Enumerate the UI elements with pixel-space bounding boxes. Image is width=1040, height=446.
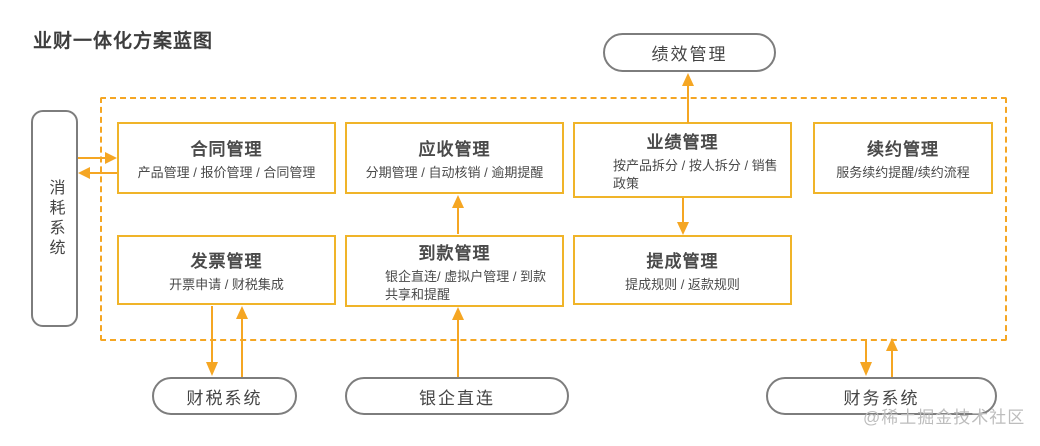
module-commission-management: 提成管理 提成规则 / 返款规则	[573, 235, 792, 305]
node-label: 消耗系统	[46, 178, 64, 259]
module-title: 续约管理	[867, 139, 939, 159]
module-subtitle: 分期管理 / 自动核销 / 逾期提醒	[365, 164, 544, 180]
module-renewal-management: 续约管理 服务续约提醒/续约流程	[813, 122, 993, 194]
module-subtitle: 开票申请 / 财税集成	[169, 276, 284, 292]
module-incoming-payment-management: 到款管理 银企直连/ 虚拟户管理 / 到款共享和提醒	[345, 235, 564, 307]
watermark: @稀土掘金技术社区	[863, 408, 1026, 427]
diagram-title: 业财一体化方案蓝图	[33, 31, 214, 52]
node-label: 绩效管理	[651, 45, 728, 64]
module-subtitle: 提成规则 / 返款规则	[625, 276, 740, 292]
module-subtitle: 服务续约提醒/续约流程	[836, 164, 970, 180]
arrowhead-down	[860, 362, 872, 376]
node-label: 银企直连	[419, 388, 495, 408]
arrowhead-up	[682, 73, 694, 86]
platform-boundary	[100, 97, 1007, 341]
node-label: 财税系统	[186, 388, 263, 408]
module-subtitle: 产品管理 / 报价管理 / 合同管理	[137, 164, 316, 180]
module-invoice-management: 发票管理 开票申请 / 财税集成	[117, 235, 336, 305]
module-title: 发票管理	[190, 251, 263, 271]
module-title: 到款管理	[418, 243, 491, 263]
module-title: 提成管理	[646, 251, 719, 271]
module-receivables-management: 应收管理 分期管理 / 自动核销 / 逾期提醒	[345, 122, 564, 194]
node-performance-system: 绩效管理	[603, 33, 776, 72]
module-contract-management: 合同管理 产品管理 / 报价管理 / 合同管理	[117, 122, 336, 194]
module-title: 合同管理	[190, 139, 263, 159]
module-subtitle: 银企直连/ 虚拟户管理 / 到款共享和提醒	[385, 268, 547, 302]
module-subtitle: 按产品拆分 / 按人拆分 / 销售政策	[613, 157, 778, 191]
node-label: 财务系统	[843, 388, 920, 408]
module-sales-performance-management: 业绩管理 按产品拆分 / 按人拆分 / 销售政策	[573, 122, 792, 198]
node-finance-system: 财务系统	[766, 377, 997, 415]
module-title: 业绩管理	[646, 132, 719, 152]
arrowhead-down	[206, 362, 218, 376]
node-tax-system: 财税系统	[152, 377, 297, 415]
module-title: 应收管理	[418, 139, 491, 159]
node-consumption-system: 消耗系统	[31, 110, 78, 327]
node-bank-direct-connection: 银企直连	[345, 377, 569, 415]
arrowhead-left	[78, 167, 90, 179]
